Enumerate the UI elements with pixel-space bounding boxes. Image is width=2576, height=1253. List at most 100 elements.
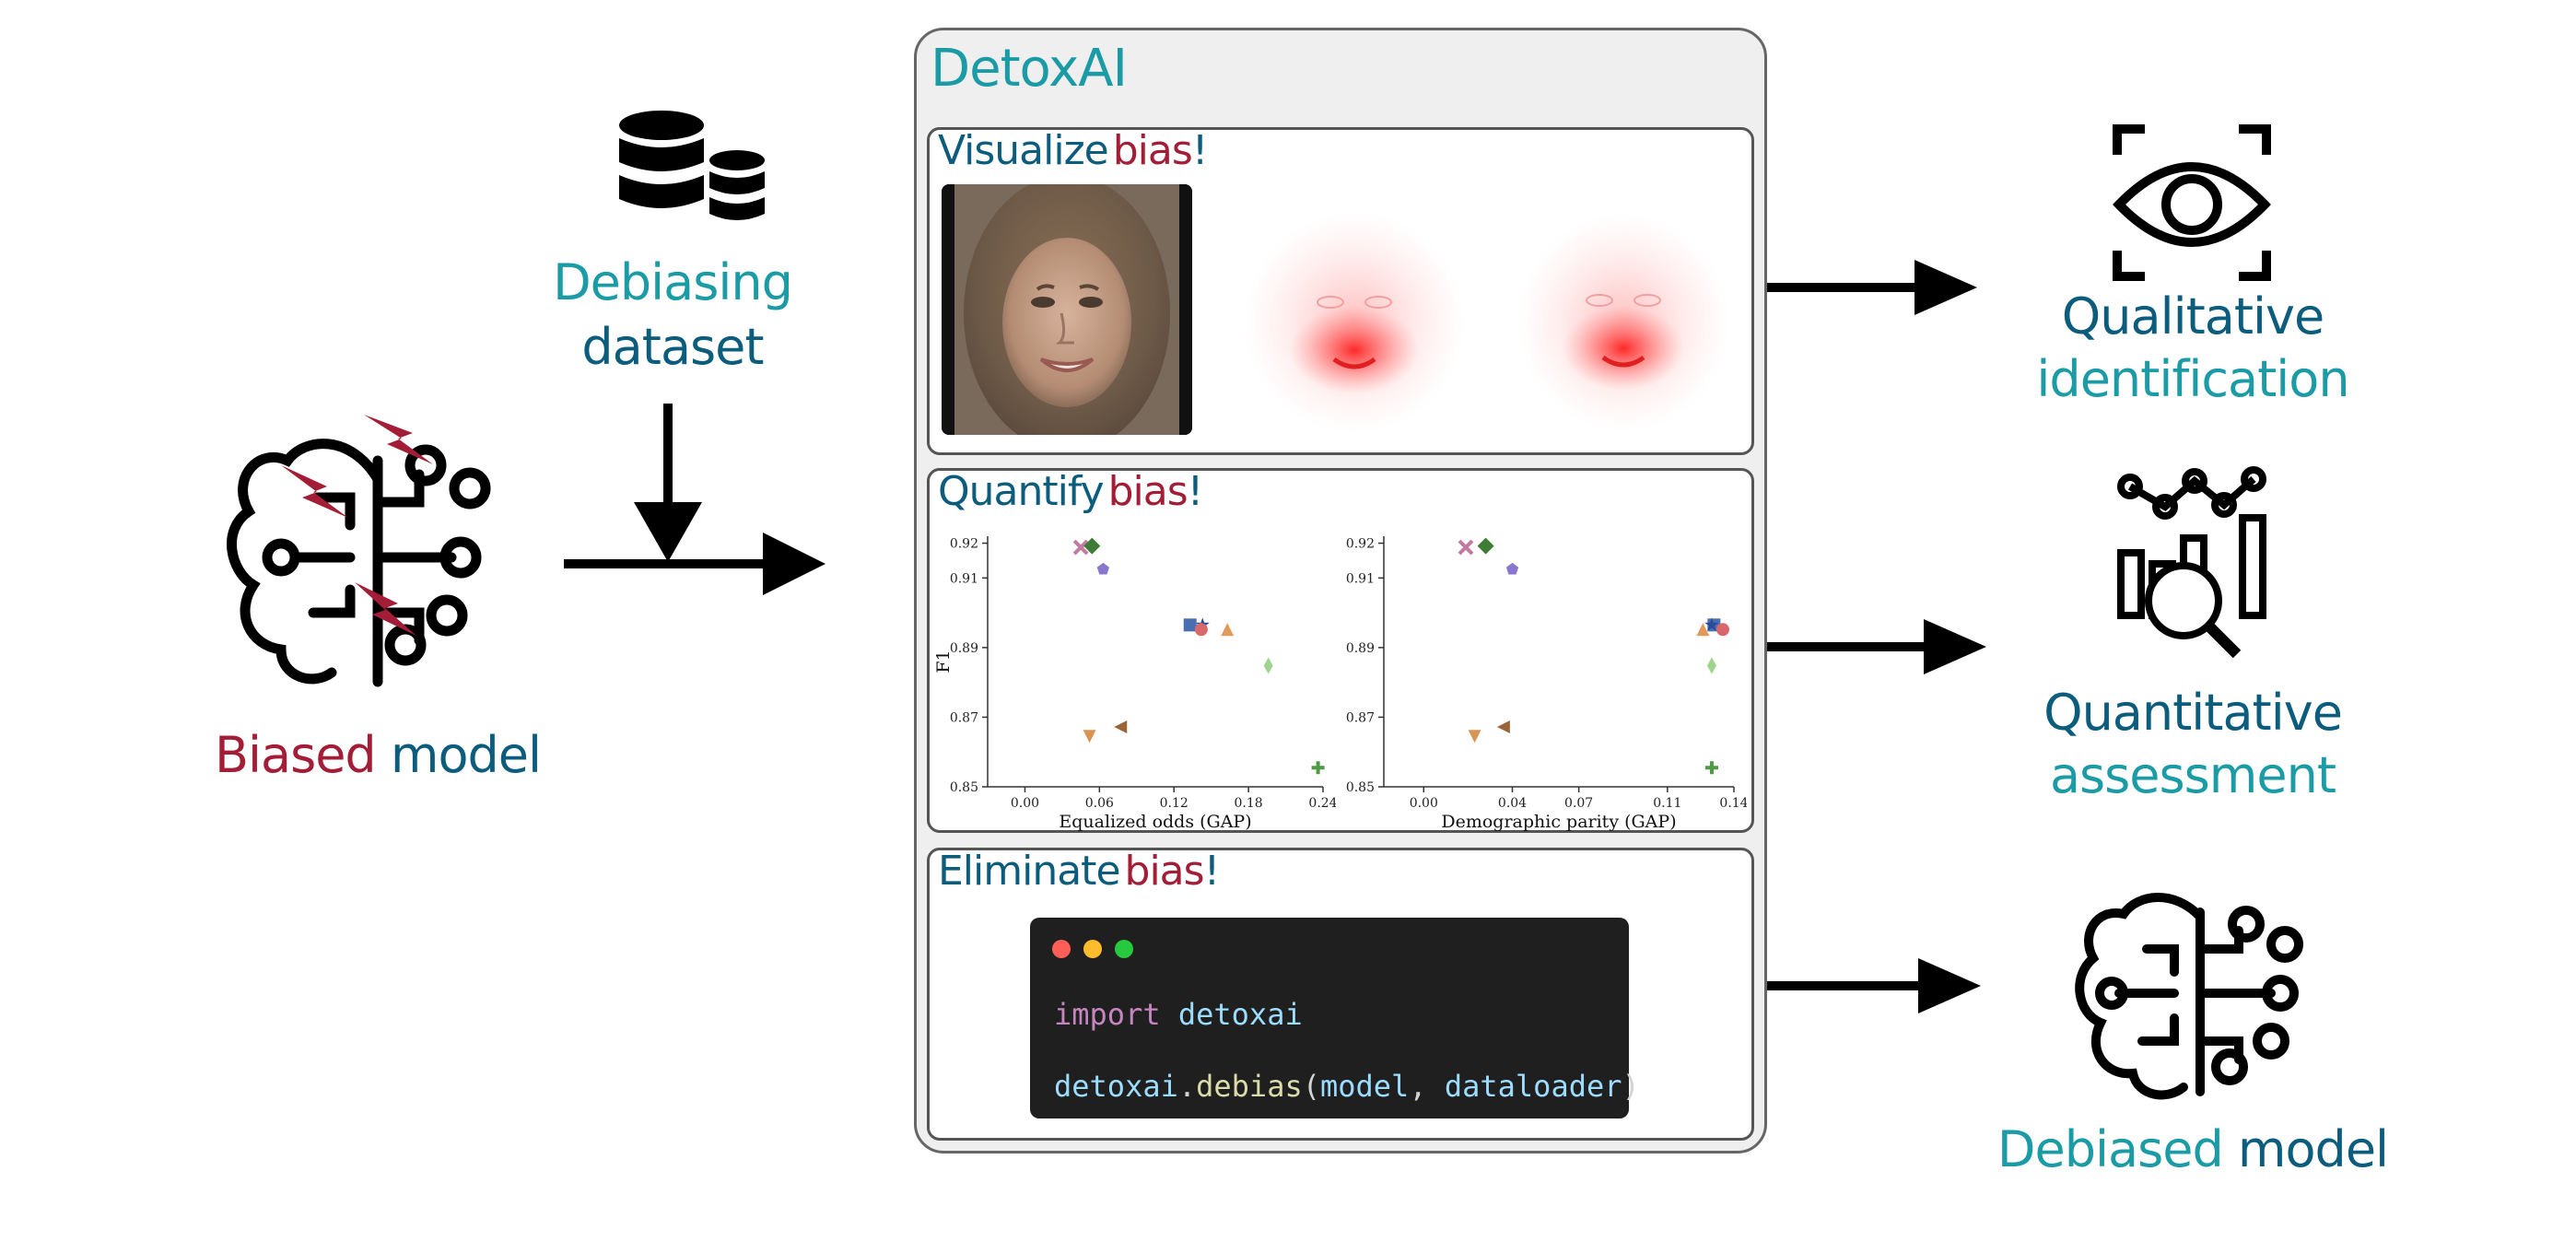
average-face-image (942, 184, 1192, 435)
x-tick-label: 0.00 (1410, 796, 1438, 811)
code-line-import: import detoxai (1054, 997, 1303, 1032)
quantify-output-arrow (1743, 619, 1986, 674)
x-tick-label: 0.04 (1498, 796, 1527, 811)
quantify-verb: Quantify (938, 468, 1105, 515)
visualize-verb: Visualize (938, 127, 1109, 174)
code-paren-close: ) (1622, 1069, 1640, 1104)
quantitative-label-line1: Quantitative (2043, 684, 2343, 742)
quantitative-label-line2: assessment (2049, 746, 2336, 804)
dataset-label-line1: Debiasing (553, 253, 793, 311)
chart-magnifier-icon (2117, 466, 2266, 659)
x-tick-label: 0.07 (1564, 796, 1593, 811)
quantitative-label: Quantitative assessment (1999, 682, 2386, 807)
quantify-panel (927, 468, 1754, 833)
y-tick-label: 0.89 (1346, 641, 1375, 656)
debiased-model-label: Debiased model (1981, 1118, 2405, 1181)
y-tick-label: 0.92 (1346, 537, 1375, 552)
x-tick-label: 0.00 (1011, 796, 1039, 811)
x-axis-label: Equalized odds (GAP) (1059, 812, 1251, 831)
data-point (1072, 539, 1089, 556)
biased-model-word2: model (390, 726, 542, 784)
code-arg-dataloader: dataloader (1444, 1069, 1622, 1104)
eliminate-output-arrow (1743, 958, 1981, 1013)
code-separator: , (1409, 1069, 1445, 1104)
y-tick-label: 0.92 (950, 537, 978, 552)
eliminate-verb: Eliminate (938, 848, 1121, 895)
brain-circuit-icon (227, 439, 491, 687)
y-tick-label: 0.87 (1346, 710, 1375, 725)
biased-model-label: Biased model (193, 723, 562, 788)
attribution-heatmap-2 (1504, 184, 1743, 435)
x-tick-label: 0.06 (1085, 796, 1114, 811)
minimize-dot-icon (1083, 940, 1102, 958)
data-point (1114, 720, 1128, 734)
debiased-model-word1: Debiased (1996, 1120, 2224, 1178)
x-axis-label: Demographic parity (GAP) (1441, 812, 1676, 831)
biased-model-word1: Biased (214, 726, 377, 784)
y-tick-label: 0.91 (1346, 571, 1375, 586)
quantify-title: Quantify bias! (938, 468, 1204, 515)
eliminate-title: Eliminate bias! (938, 848, 1221, 895)
data-point (1704, 761, 1718, 775)
data-point (1311, 761, 1325, 775)
code-arg-model: model (1319, 1069, 1410, 1104)
detoxai-title: DetoxAI (931, 39, 1128, 99)
maximize-dot-icon (1115, 940, 1133, 958)
code-module: detoxai (1177, 997, 1303, 1032)
code-line-call: detoxai.debias(model, dataloader) (1054, 1069, 1640, 1104)
y-axis-label: F1 (933, 650, 954, 673)
x-tick-label: 0.18 (1235, 796, 1263, 811)
data-point (1704, 617, 1719, 631)
data-point (1477, 537, 1494, 555)
data-point (1496, 720, 1510, 734)
data-point (1458, 539, 1474, 556)
eliminate-suffix: ! (1203, 848, 1221, 895)
code-paren-open: ( (1302, 1069, 1320, 1104)
data-point (1083, 537, 1101, 555)
qualitative-label: Qualitative identification (1999, 286, 2386, 411)
data-point (1505, 562, 1519, 575)
data-point (1083, 730, 1096, 744)
code-object: detoxai (1054, 1069, 1178, 1104)
x-tick-label: 0.11 (1653, 796, 1681, 811)
visualize-title: Visualize bias! (938, 127, 1209, 174)
brain-circuit-icon (2075, 893, 2303, 1100)
dataset-label-line2: dataset (581, 318, 764, 376)
data-point (1706, 657, 1716, 674)
data-point (1194, 623, 1208, 637)
data-point (1696, 623, 1710, 637)
y-tick-label: 0.87 (950, 710, 978, 725)
visualize-noun: bias (1112, 127, 1193, 174)
data-point (1468, 730, 1481, 744)
code-snippet-window: import detoxai detoxai.debias(model, dat… (1030, 918, 1640, 1118)
demographic-parity-scatter: 0.85 0.87 0.89 0.91 0.92 0.00 0.04 0.07 0.11 0.14… (1346, 536, 1747, 831)
visualize-output-arrow (1743, 260, 1977, 315)
qualitative-label-line1: Qualitative (2061, 287, 2324, 345)
x-tick-label: 0.14 (1719, 796, 1747, 811)
y-tick-label: 0.85 (950, 780, 978, 795)
data-point (1715, 623, 1729, 637)
dataset-down-arrow (634, 404, 702, 562)
data-point (1183, 618, 1197, 632)
quantify-suffix: ! (1187, 468, 1204, 515)
attribution-heatmap-1 (1235, 184, 1474, 435)
code-dot: . (1177, 1069, 1197, 1104)
y-tick-label: 0.85 (1346, 780, 1375, 795)
model-to-detoxai-arrow (564, 533, 825, 595)
eliminate-noun: bias (1124, 848, 1205, 895)
qualitative-label-line2: identification (2036, 350, 2349, 408)
x-tick-label: 0.24 (1308, 796, 1336, 811)
close-dot-icon (1052, 940, 1071, 958)
x-tick-label: 0.12 (1160, 796, 1188, 811)
visualize-suffix: ! (1191, 127, 1209, 174)
code-function: debias (1196, 1069, 1303, 1104)
data-point (1221, 623, 1235, 637)
debiased-model-word2: model (2237, 1120, 2389, 1178)
database-icon (619, 111, 765, 220)
quantify-noun: bias (1107, 468, 1188, 515)
data-point (1263, 657, 1273, 674)
data-point (1096, 562, 1110, 575)
dataset-label: Debiasing dataset (544, 251, 802, 380)
